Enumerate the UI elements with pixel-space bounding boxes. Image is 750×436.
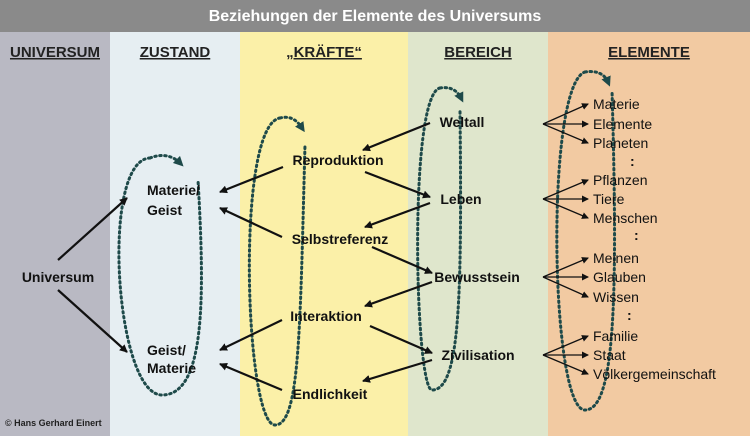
arrow-zivilisation-voelkergemeinschaft (542, 354, 589, 375)
arrow-leben-pflanzen (542, 179, 589, 200)
element-elemente: Elemente (593, 116, 652, 132)
arrow-interaktion-to-zivilisation (369, 324, 433, 355)
arrow-universum-to-materie-geist (57, 197, 128, 261)
element-tiere: Tiere (593, 191, 625, 207)
arrow-interaktion-to-geist (219, 319, 283, 351)
element-menschen: Menschen (593, 210, 658, 226)
node-selbstreferenz: Selbstreferenz (292, 231, 388, 247)
arrow-bewusstsein-meinen (542, 257, 589, 278)
column-bg-zustand (110, 32, 240, 436)
column-bg-bereich (408, 32, 548, 436)
elemente-group-zivilisation: Familie Staat Völkergemeinschaft (542, 328, 716, 382)
node-geist-materie-line2: Materie (147, 360, 196, 376)
zustand-cycle-loop (117, 156, 203, 397)
element-staat: Staat (593, 347, 626, 363)
node-endlichkeit: Endlichkeit (293, 386, 368, 402)
arrow-reproduktion-to-materie (219, 165, 284, 194)
bereich-cycle-loop (416, 86, 463, 392)
column-bg-universum (0, 32, 110, 436)
element-wissen: Wissen (593, 289, 639, 305)
elemente-group-leben: Pflanzen Tiere Menschen : (542, 172, 658, 243)
header-bereich: BEREICH (444, 44, 512, 61)
element-glauben: Glauben (593, 269, 646, 285)
copyright: © Hans Gerhard Einert (5, 418, 102, 428)
arrow-selbstreferenz-to-materie (219, 207, 283, 238)
title-bar (0, 0, 750, 32)
arrow-weltall-to-reproduktion (362, 121, 431, 152)
header-kraefte: „KRÄFTE“ (286, 44, 362, 61)
zustand-cycle-head (148, 154, 184, 167)
arrow-bewusstsein-to-interaktion (364, 280, 433, 308)
node-weltall: Weltall (440, 114, 485, 130)
ellipsis-2: : (634, 227, 639, 243)
element-meinen: Meinen (593, 250, 639, 266)
element-pflanzen: Pflanzen (593, 172, 647, 188)
node-materie-geist-line1: Materie/ (147, 182, 200, 198)
arrow-weltall-planeten (542, 123, 589, 144)
header-universum: UNIVERSUM (10, 44, 100, 61)
elemente-cycle-head (583, 70, 611, 87)
ellipsis-3: : (627, 307, 632, 323)
arrow-zivilisation-to-endlichkeit (362, 358, 433, 383)
arrow-leben-to-selbstreferenz (364, 201, 431, 229)
node-reproduktion: Reproduktion (293, 152, 384, 168)
column-bg-kraefte (240, 32, 408, 436)
header-zustand: ZUSTAND (140, 44, 211, 61)
elemente-group-bewusstsein: Meinen Glauben Wissen : (542, 250, 646, 323)
arrow-zivilisation-familie (542, 335, 589, 356)
node-geist-materie-line1: Geist/ (147, 342, 186, 358)
diagram-title: Beziehungen der Elemente des Universums (209, 8, 542, 25)
elemente-cycle-loop (555, 70, 617, 412)
ellipsis-1: : (630, 153, 635, 169)
arrow-bewusstsein-wissen (542, 276, 589, 298)
arrow-universum-to-geist-materie (57, 289, 128, 353)
element-planeten: Planeten (593, 135, 648, 151)
elemente-group-weltall: Materie Elemente Planeten : (542, 96, 652, 169)
element-familie: Familie (593, 328, 638, 344)
arrow-weltall-materie (542, 103, 589, 125)
bereich-cycle-head (438, 86, 464, 103)
header-elemente: ELEMENTE (608, 44, 690, 61)
node-materie-geist-line2: Geist (147, 202, 182, 218)
node-zivilisation: Zivilisation (441, 347, 514, 363)
arrow-leben-menschen (542, 198, 589, 219)
element-materie: Materie (593, 96, 640, 112)
kraefte-cycle-loop (247, 116, 307, 427)
arrow-reproduktion-to-leben (364, 170, 431, 199)
node-universum: Universum (22, 269, 94, 285)
node-interaktion: Interaktion (290, 308, 362, 324)
node-leben: Leben (440, 191, 481, 207)
node-bewusstsein: Bewusstsein (434, 269, 520, 285)
arrow-selbstreferenz-to-bewusstsein (371, 245, 433, 275)
element-voelkergemeinschaft: Völkergemeinschaft (593, 366, 716, 382)
kraefte-cycle-head (278, 115, 305, 133)
arrow-endlichkeit-to-geist (219, 362, 283, 392)
